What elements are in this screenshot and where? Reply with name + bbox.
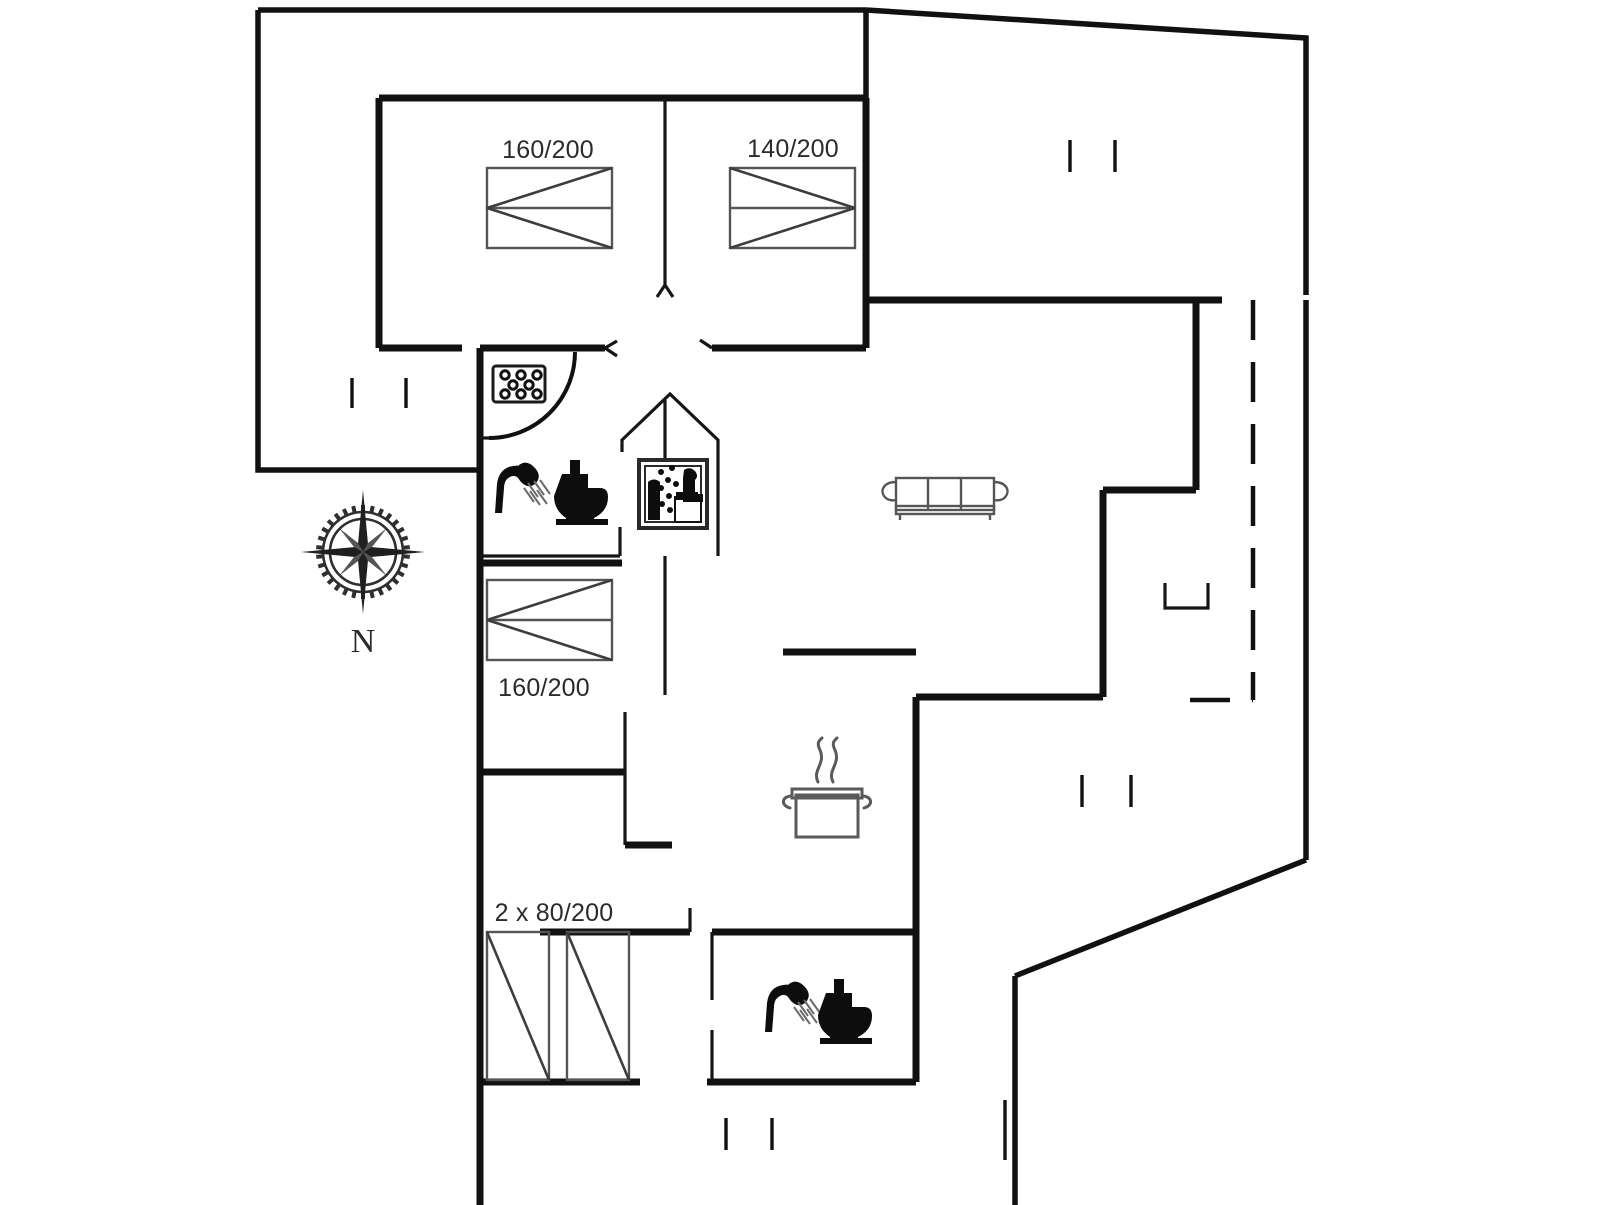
compass-rose-icon (301, 490, 425, 614)
single-bed-icon-a (485, 930, 551, 1082)
terrace-left-outline (255, 7, 866, 473)
step-detail (1163, 583, 1210, 610)
bed-dimension-label-4: 2 x 80/200 (495, 899, 614, 927)
double-bed-icon-1 (485, 166, 614, 250)
single-bed-icon-b (565, 930, 631, 1082)
bed-dimension-label-3: 160/200 (498, 674, 590, 702)
door-swing-icon (480, 351, 577, 440)
bed-dimension-label-2: 140/200 (747, 135, 839, 163)
sauna-icon (637, 458, 709, 530)
shower-icon-1 (495, 462, 551, 513)
sofa-icon (881, 476, 1009, 520)
house-outer-walls (375, 94, 1222, 1205)
roof-overhang-dashed-line (1190, 300, 1256, 703)
toilet-icon-2 (818, 979, 872, 1044)
window-marks (350, 140, 1133, 1160)
shower-icon-2 (765, 981, 821, 1032)
double-bed-icon-2 (728, 166, 857, 250)
double-bed-icon-3 (485, 578, 614, 662)
toilet-icon-1 (554, 460, 608, 525)
bed-dimension-label-1: 160/200 (502, 136, 594, 164)
cooking-pot-icon (782, 736, 872, 839)
sauna-room-outline (620, 391, 720, 556)
compass-north-label: N (351, 623, 376, 660)
cooktop-icon (491, 364, 547, 404)
